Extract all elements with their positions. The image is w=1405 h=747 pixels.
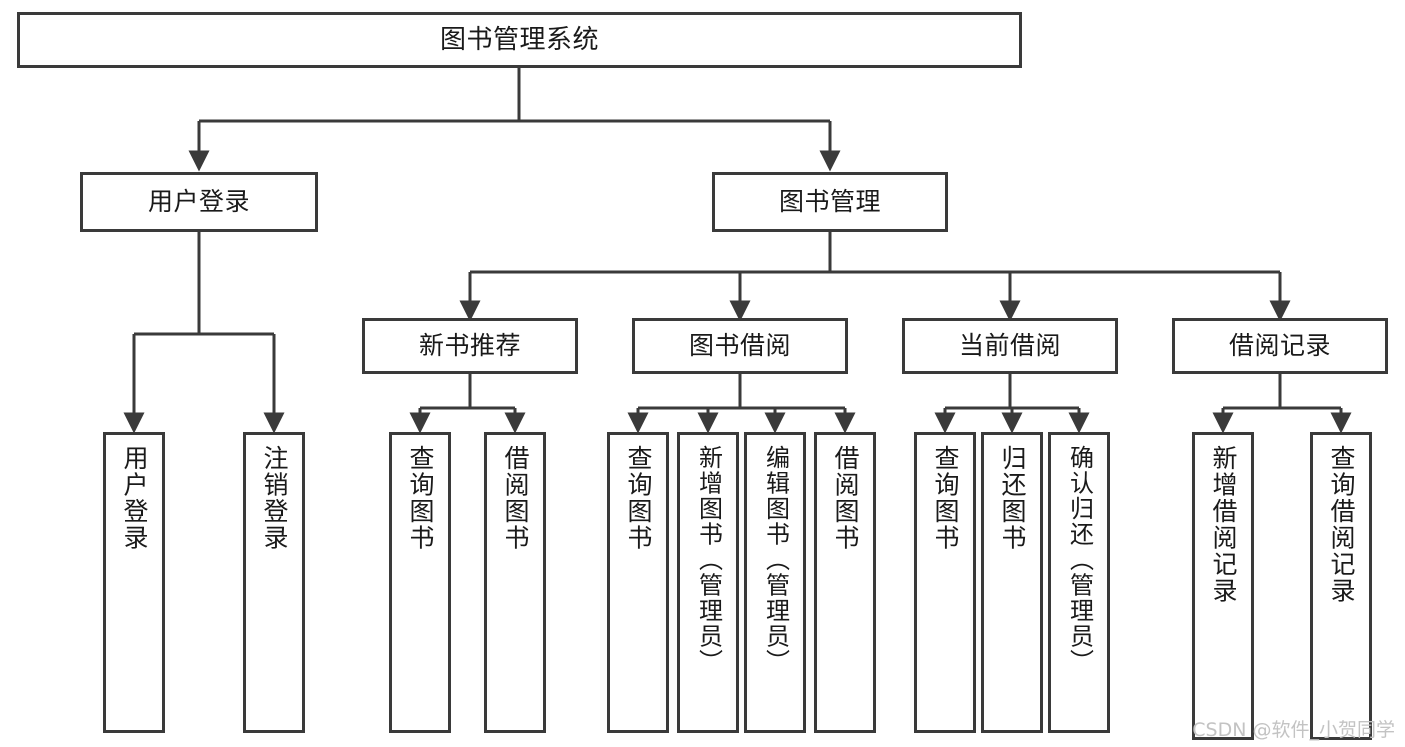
node-new-book-recommend-label: 新书推荐 (418, 331, 521, 361)
node-book-borrow-label: 图书借阅 (688, 331, 791, 361)
node-new-book-recommend[interactable]: 新书推荐 (362, 318, 578, 374)
node-leaf-edit-book-label: 编辑图书（管理员） (761, 445, 790, 675)
node-leaf-query-book-2[interactable]: 查询图书 (607, 432, 669, 733)
node-leaf-confirm-return[interactable]: 确认归还（管理员） (1048, 432, 1110, 733)
node-leaf-user-login-label: 用户登录 (120, 445, 149, 551)
node-leaf-add-book[interactable]: 新增图书（管理员） (677, 432, 739, 733)
node-leaf-borrow-book-1-label: 借阅图书 (501, 445, 530, 551)
node-leaf-return-book-label: 归还图书 (998, 445, 1027, 551)
node-leaf-query-book-3[interactable]: 查询图书 (914, 432, 976, 733)
node-borrow-record-label: 借阅记录 (1228, 331, 1331, 361)
node-leaf-borrow-book-1[interactable]: 借阅图书 (484, 432, 546, 733)
node-book-borrow[interactable]: 图书借阅 (632, 318, 848, 374)
node-root-system-label: 图书管理系统 (439, 24, 599, 55)
node-leaf-query-book-3-label: 查询图书 (931, 445, 960, 551)
node-leaf-query-book-1[interactable]: 查询图书 (389, 432, 451, 733)
node-leaf-logout-login-label: 注销登录 (260, 445, 289, 551)
node-leaf-confirm-return-label: 确认归还（管理员） (1065, 445, 1094, 675)
node-leaf-query-book-1-label: 查询图书 (406, 445, 435, 551)
node-leaf-query-book-2-label: 查询图书 (624, 445, 653, 551)
node-leaf-query-record-label: 查询借阅记录 (1327, 445, 1356, 604)
node-book-management[interactable]: 图书管理 (712, 172, 948, 232)
node-leaf-add-book-label: 新增图书（管理员） (694, 445, 723, 675)
node-leaf-return-book[interactable]: 归还图书 (981, 432, 1043, 733)
node-leaf-query-record[interactable]: 查询借阅记录 (1310, 432, 1372, 740)
node-leaf-add-record-label: 新增借阅记录 (1209, 445, 1238, 604)
node-borrow-record[interactable]: 借阅记录 (1172, 318, 1388, 374)
node-leaf-logout-login[interactable]: 注销登录 (243, 432, 305, 733)
node-leaf-add-record[interactable]: 新增借阅记录 (1192, 432, 1254, 740)
node-leaf-user-login[interactable]: 用户登录 (103, 432, 165, 733)
node-root-system[interactable]: 图书管理系统 (17, 12, 1022, 68)
node-leaf-borrow-book-2[interactable]: 借阅图书 (814, 432, 876, 733)
node-leaf-borrow-book-2-label: 借阅图书 (831, 445, 860, 551)
node-user-login-label: 用户登录 (147, 187, 250, 217)
node-book-management-label: 图书管理 (778, 187, 881, 217)
node-user-login[interactable]: 用户登录 (80, 172, 318, 232)
node-leaf-edit-book[interactable]: 编辑图书（管理员） (744, 432, 806, 733)
node-current-borrow-label: 当前借阅 (958, 331, 1061, 361)
node-current-borrow[interactable]: 当前借阅 (902, 318, 1118, 374)
